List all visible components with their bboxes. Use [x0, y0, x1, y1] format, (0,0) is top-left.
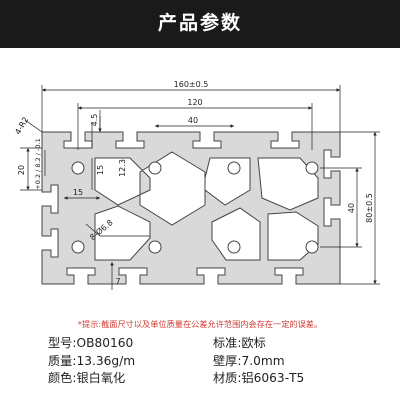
- hole-top-center-right: [227, 161, 241, 175]
- dim-tolerance: +0.2 / 8.2 / -0.1: [34, 138, 42, 189]
- hole-top-right: [305, 161, 319, 175]
- spec-row: 颜色:银白氧化 材质:铝6063-T5: [48, 370, 378, 388]
- spec-weight: 质量:13.36g/m: [48, 353, 213, 371]
- dim-corner-radius: 4-R2: [13, 115, 30, 136]
- dim-bottom-15: 15: [73, 188, 83, 197]
- dim-slot-width: 15: [96, 165, 105, 175]
- spec-row: 型号:OB80160 标准:欧标: [48, 335, 378, 353]
- dimension-lines: [20, 85, 380, 290]
- hole-top-center-left: [148, 161, 162, 175]
- tolerance-notice: *提示:截面尺寸以及单位质量在公差允许范围内会存在一定的误差。: [77, 319, 323, 329]
- spec-value: OB80160: [76, 336, 134, 350]
- spec-standard: 标准:欧标: [213, 335, 378, 353]
- dim-slot-depth: 4.5: [90, 114, 99, 127]
- spec-table: 型号:OB80160 标准:欧标 质量:13.36g/m 壁厚:7.0mm 颜色…: [48, 335, 378, 388]
- spec-thickness: 壁厚:7.0mm: [213, 353, 378, 371]
- dim-overall-width: 160±0.5: [174, 80, 209, 89]
- hole-bottom-center-left: [148, 240, 162, 254]
- dim-overall-height: 80±0.5: [365, 193, 374, 223]
- hole-bottom-left: [71, 240, 85, 254]
- hole-bottom-right: [305, 240, 319, 254]
- spec-label: 型号:: [48, 336, 77, 350]
- spec-value: 7.0mm: [241, 353, 285, 368]
- spec-value: 欧标: [241, 336, 266, 350]
- spec-label: 颜色:: [48, 371, 77, 385]
- spec-label: 材质:: [213, 371, 242, 385]
- dim-center-span: 12.3: [118, 159, 127, 177]
- page-title: 产品参数: [0, 0, 400, 48]
- spec-row: 质量:13.36g/m 壁厚:7.0mm: [48, 353, 378, 371]
- spec-model: 型号:OB80160: [48, 335, 213, 353]
- spec-material: 材质:铝6063-T5: [213, 370, 378, 388]
- dim-height-20: 20: [17, 165, 26, 175]
- dim-wall: 7: [115, 277, 120, 286]
- aluminum-profile: [41, 131, 341, 285]
- spec-color: 颜色:银白氧化: [48, 370, 213, 388]
- hole-top-left: [71, 161, 85, 175]
- spec-value: 铝6063-T5: [241, 371, 305, 385]
- profile-drawing: 160±0.5 120 40 80±0.5 40 4.5 15 12.3 15 …: [0, 48, 400, 318]
- spec-label: 壁厚:: [213, 353, 242, 368]
- dim-inner-height: 40: [347, 203, 356, 213]
- spec-value: 银白氧化: [76, 371, 126, 385]
- spec-label: 质量:: [48, 353, 77, 368]
- hole-bottom-center-right: [227, 240, 241, 254]
- dim-slot-pitch: 40: [188, 116, 198, 125]
- dim-inner-width: 120: [187, 98, 202, 107]
- spec-label: 标准:: [213, 336, 242, 350]
- spec-value: 13.36g/m: [76, 353, 136, 368]
- bolt-holes: [71, 161, 319, 254]
